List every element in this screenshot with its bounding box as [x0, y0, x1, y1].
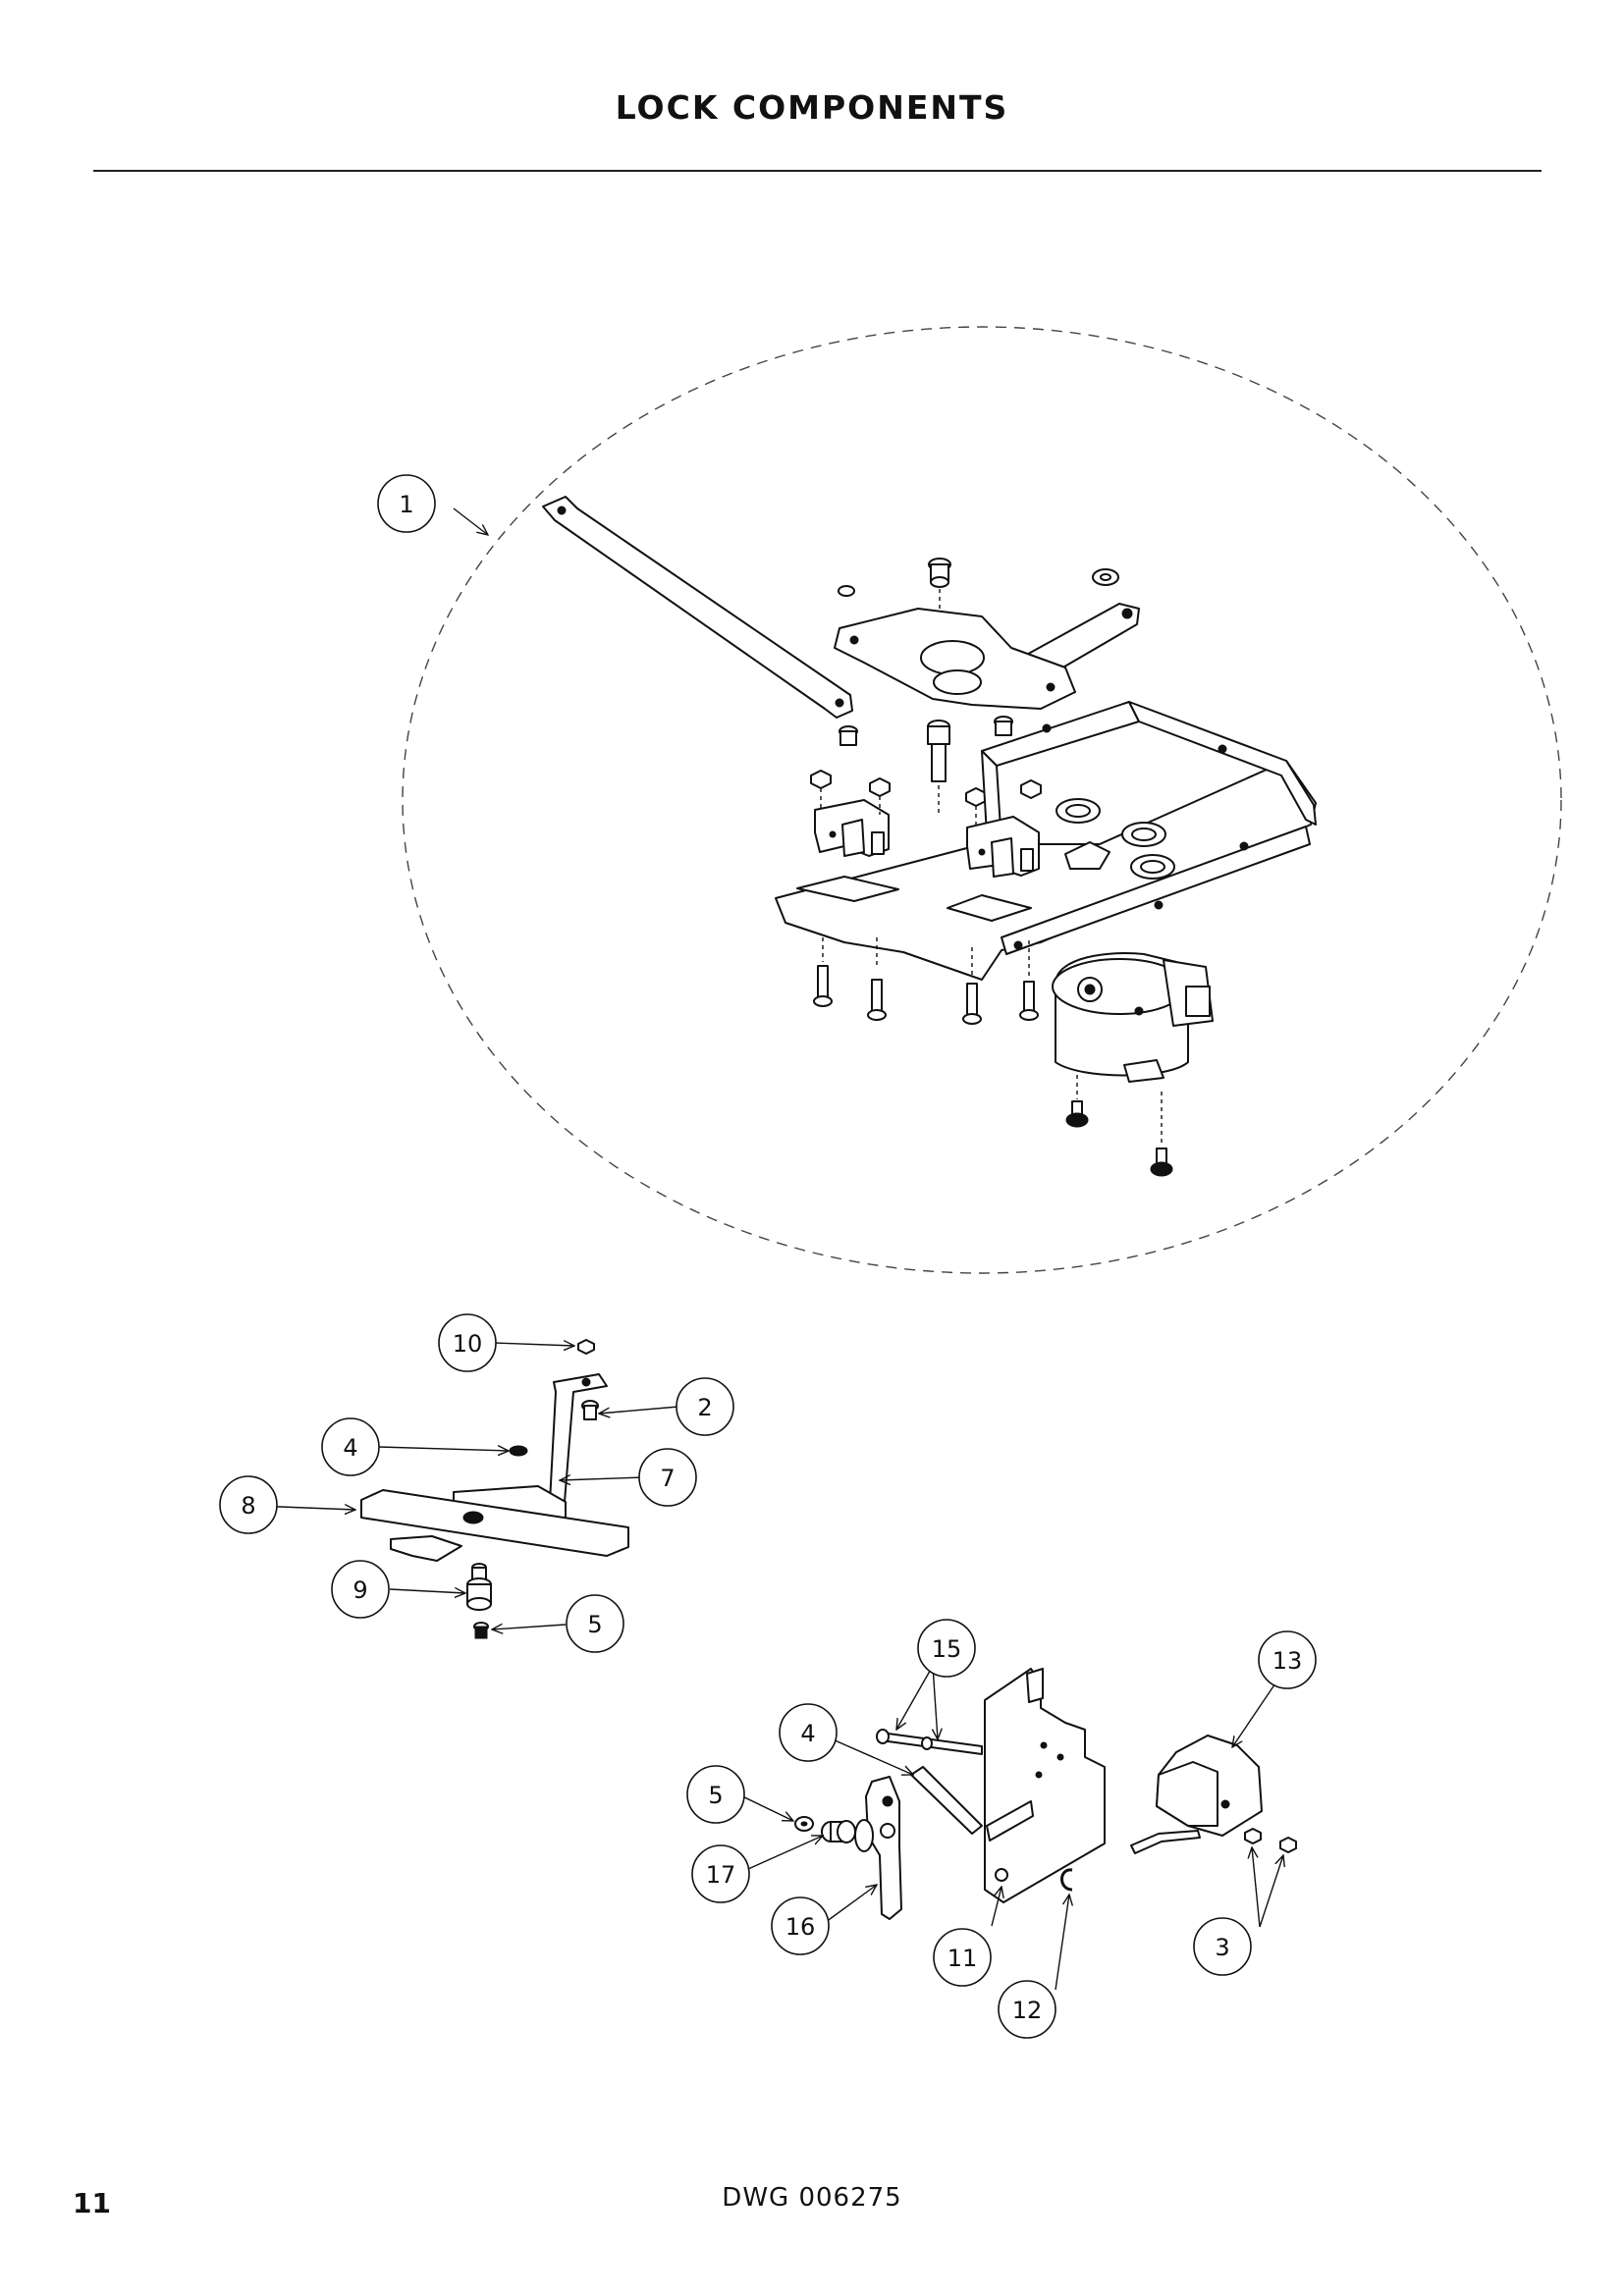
callout-17: 17	[691, 1844, 750, 1903]
latch-pin	[910, 1766, 983, 1835]
svg-text:17: 17	[706, 1861, 736, 1889]
switch-pad-1	[796, 876, 899, 902]
callout-7: 7	[638, 1448, 697, 1507]
lever-bushing	[821, 1820, 856, 1843]
latch-plate	[984, 1668, 1106, 1903]
striker-washer	[509, 1445, 528, 1457]
callout-9: 9	[331, 1560, 390, 1619]
svg-text:5: 5	[587, 1611, 602, 1638]
tray-screw-1	[813, 965, 833, 1007]
svg-text:9: 9	[352, 1576, 367, 1604]
svg-text:3: 3	[1215, 1934, 1229, 1961]
tray-screw-4	[1019, 981, 1039, 1021]
switch-nut-3	[965, 787, 987, 807]
callout-1: 1	[377, 474, 436, 533]
callout-4-latch: 4	[779, 1703, 838, 1762]
plate-screw	[994, 716, 1013, 736]
callout-3: 3	[1193, 1917, 1252, 1976]
callout-10: 10	[438, 1313, 497, 1372]
striker-nut	[577, 1339, 595, 1355]
switch-nut-4	[1020, 779, 1042, 799]
cam-plate	[834, 608, 1076, 710]
callout-13: 13	[1258, 1630, 1317, 1689]
striker-hook	[390, 1535, 462, 1562]
switch-nut-1	[810, 770, 832, 789]
lever-washer-small	[794, 1816, 814, 1832]
callout-15: 15	[917, 1619, 976, 1678]
latch-nut-2	[1279, 1837, 1297, 1853]
lock-motor	[1052, 951, 1214, 1083]
latch-rods	[876, 1729, 983, 1755]
svg-text:7: 7	[660, 1465, 675, 1492]
switch-nut-2	[869, 777, 891, 797]
stud-screw	[473, 1622, 489, 1639]
rod-screw	[839, 725, 858, 746]
svg-text:4: 4	[343, 1434, 357, 1462]
motor-screw-1	[1065, 1075, 1089, 1128]
svg-text:8: 8	[241, 1492, 255, 1520]
tray-screw-2	[867, 979, 887, 1021]
switch-pad-2	[947, 894, 1032, 922]
bracket-screw	[581, 1400, 599, 1420]
svg-text:10: 10	[453, 1330, 483, 1358]
callout-2: 2	[676, 1377, 734, 1436]
svg-text:11: 11	[947, 1945, 978, 1972]
callout-16: 16	[771, 1896, 830, 1955]
svg-text:13: 13	[1272, 1647, 1303, 1675]
small-washer	[838, 585, 855, 597]
callout-5-latch: 5	[686, 1765, 745, 1824]
latch-nut-1	[1244, 1828, 1262, 1844]
svg-text:15: 15	[932, 1635, 962, 1663]
micro-switch-2	[966, 816, 1040, 878]
motor-screw-2	[1150, 1092, 1173, 1177]
svg-text:5: 5	[708, 1782, 723, 1809]
callout-8: 8	[219, 1475, 278, 1534]
title-divider	[93, 170, 1542, 172]
e-clip	[1060, 1868, 1073, 1892]
latch-lever	[854, 1776, 902, 1920]
latch-assembly	[794, 1668, 1297, 1920]
callout-12: 12	[998, 1980, 1056, 2039]
lock-assembly-group	[542, 496, 1317, 1177]
callout-5-striker: 5	[566, 1594, 624, 1653]
striker-assembly	[360, 1339, 629, 1639]
svg-text:1: 1	[399, 491, 413, 518]
drawing-number: DWG 006275	[722, 2183, 902, 2213]
striker-stud	[466, 1563, 492, 1611]
lock-assembly-boundary	[402, 326, 1562, 1274]
callout-11: 11	[933, 1928, 992, 1987]
lock-rod	[542, 496, 853, 719]
tray-screw-3	[962, 983, 982, 1025]
striker-plate	[360, 1489, 629, 1557]
striker-bracket	[453, 1373, 608, 1524]
cam-pin	[927, 720, 950, 815]
micro-switch-1	[814, 799, 890, 857]
svg-text:4: 4	[800, 1720, 815, 1747]
svg-text:16: 16	[785, 1913, 816, 1941]
lever-washer	[1092, 568, 1119, 586]
page-title: LOCK COMPONENTS	[615, 88, 1009, 127]
latch-block	[1130, 1735, 1263, 1854]
callout-4-striker: 4	[321, 1417, 380, 1476]
svg-text:2: 2	[697, 1394, 712, 1421]
svg-text:12: 12	[1012, 1997, 1043, 2024]
page-number: 11	[73, 2187, 111, 2219]
